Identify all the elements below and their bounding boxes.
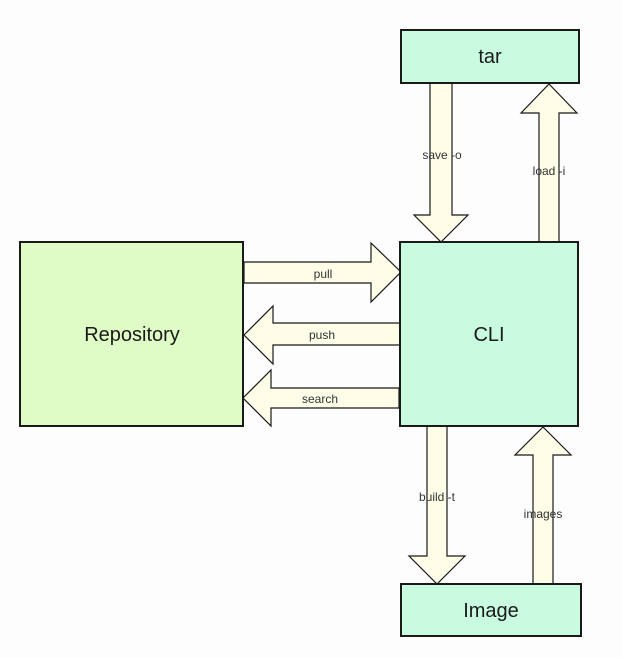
images-label: images <box>524 507 563 521</box>
cli-box <box>399 241 579 427</box>
load-arrow <box>519 83 579 243</box>
repository-box <box>19 241 244 427</box>
pull-arrow <box>243 241 402 304</box>
tar-label: tar <box>478 46 502 68</box>
search-label: search <box>302 392 338 406</box>
build-arrow <box>407 425 467 585</box>
image-node: Image <box>400 583 582 637</box>
build-label: build -t <box>419 490 456 504</box>
tar-box <box>400 29 580 84</box>
pull-label: pull <box>314 267 333 281</box>
image-label: Image <box>463 600 519 622</box>
cli-label: CLI <box>473 324 504 346</box>
image-box <box>400 583 582 637</box>
search-arrow <box>242 368 400 428</box>
cli-node: CLI <box>399 241 579 427</box>
repository-label: Repository <box>84 324 180 346</box>
tar-node: tar <box>400 29 580 84</box>
load-label: load -i <box>533 164 566 178</box>
images-arrow <box>513 426 573 585</box>
push-label: push <box>309 328 335 342</box>
push-arrow <box>243 304 402 366</box>
save-label: save -o <box>422 148 462 162</box>
save-arrow <box>412 82 470 243</box>
repository-node: Repository <box>19 241 244 427</box>
